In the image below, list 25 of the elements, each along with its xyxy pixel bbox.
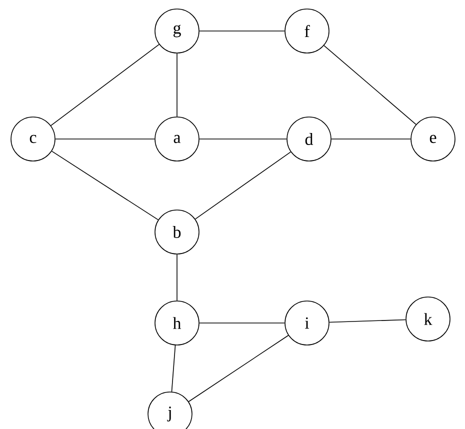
graph-vertex: k [406,296,450,342]
graph-vertex: f [284,8,330,54]
graph-edge [171,344,176,392]
graph-vertex: a [154,116,200,162]
graph-vertex: j [148,392,192,429]
graph-edge [331,138,411,140]
graph-edge [176,53,178,117]
graph-edge [324,45,416,125]
graph-edge [55,138,155,140]
graph-edge [188,335,289,402]
graph-edge [51,150,159,220]
graph-vertex: i [284,300,330,346]
graph-vertex: b [154,210,200,254]
graph-edge [199,138,287,140]
graph-edge [176,254,178,301]
graph-vertex: h [154,300,200,346]
graph-edge [329,319,406,323]
graph-edge [194,152,292,220]
graph-edge [50,44,160,126]
graph-edge [199,30,285,32]
graph-edge [199,322,285,324]
graph-vertex: e [410,116,456,162]
graph-vertex: c [10,116,56,162]
graph-vertex: d [286,116,332,162]
graph-vertex: g [154,8,200,54]
